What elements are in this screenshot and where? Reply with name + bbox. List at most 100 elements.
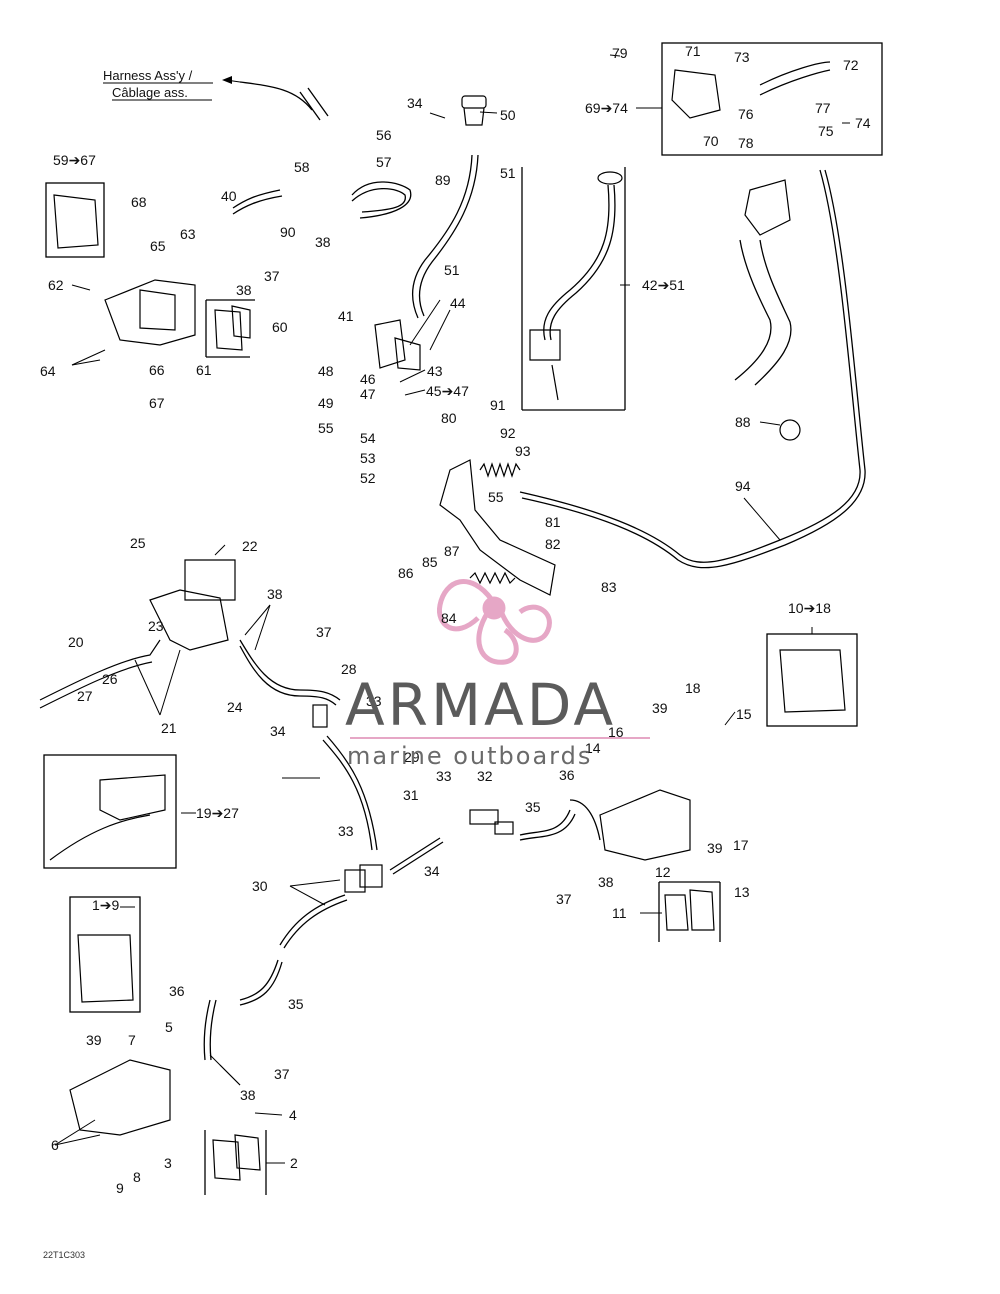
part-label-12: 12 [655, 864, 671, 880]
part-label-73: 73 [734, 49, 750, 65]
leader-lines [54, 54, 850, 1164]
part-label-33-lower: 33 [338, 823, 354, 839]
part-label-54: 54 [360, 430, 376, 446]
part-label-36-right: 36 [559, 767, 575, 783]
part-label-74: 74 [855, 115, 871, 131]
part-label-35-bottom: 35 [288, 996, 304, 1012]
part-label-34-upper: 34 [270, 723, 286, 739]
part-label-86: 86 [398, 565, 414, 581]
part-label-38-top: 38 [236, 282, 252, 298]
part-label-51-middle: 51 [444, 262, 460, 278]
part-label-71: 71 [685, 43, 701, 59]
part-label-33-upper: 33 [366, 693, 382, 709]
part-label-42-51: 42➔51 [642, 277, 685, 293]
part-label-6: 6 [51, 1137, 59, 1153]
part-label-90: 90 [280, 224, 296, 240]
harness-label-line1: Harness Ass'y / [103, 68, 193, 83]
part-label-23: 23 [148, 618, 164, 634]
part-label-28: 28 [341, 661, 357, 677]
watermark-subtitle: marine outboards [347, 742, 592, 770]
part-label-55-right: 55 [488, 489, 504, 505]
part-label-92: 92 [500, 425, 516, 441]
part-label-69-74: 69➔74 [585, 100, 628, 116]
part-label-84: 84 [441, 610, 457, 626]
part-label-91: 91 [490, 397, 506, 413]
part-label-29: 29 [404, 749, 420, 765]
part-label-37-bottom: 37 [274, 1066, 290, 1082]
part-label-32: 32 [477, 768, 493, 784]
part-label-64: 64 [40, 363, 56, 379]
part-label-41: 41 [338, 308, 354, 324]
part-label-35-right: 35 [525, 799, 541, 815]
harness-label-line2: Câblage ass. [112, 85, 188, 100]
part-label-43: 43 [427, 363, 443, 379]
part-label-65: 65 [150, 238, 166, 254]
part-label-44: 44 [450, 295, 466, 311]
part-label-18: 18 [685, 680, 701, 696]
part-label-30: 30 [252, 878, 268, 894]
part-label-14: 14 [585, 740, 601, 756]
part-label-79: 79 [612, 45, 628, 61]
part-label-58: 58 [294, 159, 310, 175]
part-label-16: 16 [608, 724, 624, 740]
part-label-76: 76 [738, 106, 754, 122]
part-label-49: 49 [318, 395, 334, 411]
part-label-4: 4 [289, 1107, 297, 1123]
part-label-80: 80 [441, 410, 457, 426]
part-label-17: 17 [733, 837, 749, 853]
part-label-13: 13 [734, 884, 750, 900]
part-label-27: 27 [77, 688, 93, 704]
part-label-78: 78 [738, 135, 754, 151]
armada-watermark: ARMADA marine outboards [345, 671, 650, 770]
part-label-34-top: 34 [407, 95, 423, 111]
part-label-94: 94 [735, 478, 751, 494]
part-label-36-bottom: 36 [169, 983, 185, 999]
part-label-62: 62 [48, 277, 64, 293]
part-label-87: 87 [444, 543, 460, 559]
part-label-39-upper: 39 [652, 700, 668, 716]
part-label-10-18: 10➔18 [788, 600, 831, 616]
part-label-51-top: 51 [500, 165, 516, 181]
part-label-68: 68 [131, 194, 147, 210]
part-label-37-right: 37 [556, 891, 572, 907]
part-label-72: 72 [843, 57, 859, 73]
part-label-75: 75 [818, 123, 834, 139]
part-label-37-left: 37 [316, 624, 332, 640]
part-label-2: 2 [290, 1155, 298, 1171]
part-label-45-47: 45➔47 [426, 383, 469, 399]
part-label-52: 52 [360, 470, 376, 486]
part-label-19-27: 19➔27 [196, 805, 239, 821]
part-label-50: 50 [500, 107, 516, 123]
watermark-title: ARMADA [345, 671, 616, 739]
box-frames [43, 42, 883, 1195]
part-label-70: 70 [703, 133, 719, 149]
part-label-37-top: 37 [264, 268, 280, 284]
part-label-93: 93 [515, 443, 531, 459]
part-number-labels: 1➔9 2 3 4 5 6 7 8 9 10➔18 11 12 13 14 15… [40, 43, 871, 1196]
hose-lines [203, 81, 866, 1061]
part-label-31: 31 [403, 787, 419, 803]
part-label-24: 24 [227, 699, 243, 715]
part-label-56: 56 [376, 127, 392, 143]
part-label-38-bottom: 38 [240, 1087, 256, 1103]
part-label-48: 48 [318, 363, 334, 379]
part-label-5: 5 [165, 1019, 173, 1035]
drawing-code: 22T1C303 [43, 1250, 85, 1260]
part-label-61: 61 [196, 362, 212, 378]
part-label-25: 25 [130, 535, 146, 551]
part-label-60: 60 [272, 319, 288, 335]
part-label-89: 89 [435, 172, 451, 188]
part-label-39-lower: 39 [707, 840, 723, 856]
part-shapes [39, 61, 846, 1181]
armada-propeller-logo [436, 579, 552, 665]
part-label-66: 66 [149, 362, 165, 378]
part-label-77: 77 [815, 100, 831, 116]
part-label-21: 21 [161, 720, 177, 736]
part-label-38-right: 38 [598, 874, 614, 890]
part-label-55-left: 55 [318, 420, 334, 436]
part-label-40: 40 [221, 188, 237, 204]
part-label-22: 22 [242, 538, 258, 554]
part-label-11: 11 [612, 905, 627, 921]
part-label-59-67: 59➔67 [53, 152, 96, 168]
